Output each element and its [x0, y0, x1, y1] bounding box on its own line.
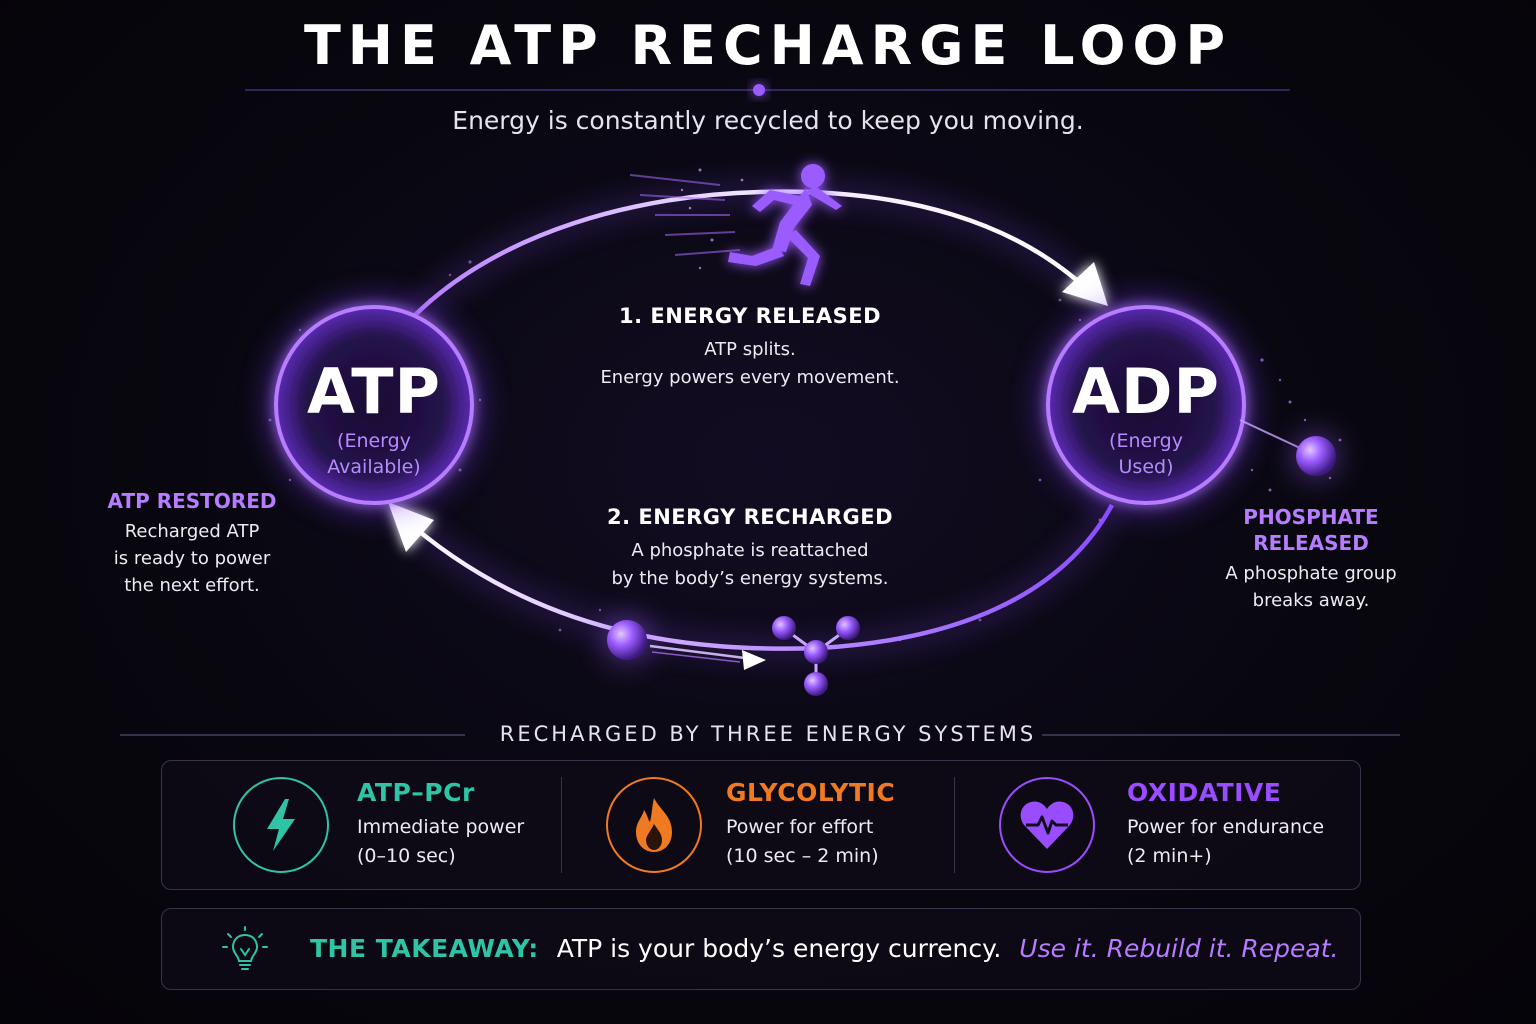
flame-icon [606, 777, 702, 873]
adp-node-circle [1036, 295, 1256, 515]
atp-sub-line-2: Available) [327, 456, 421, 478]
energy-systems-panel [161, 760, 1361, 890]
system-glycolytic-title: GLYCOLYTIC [726, 778, 896, 807]
atp-restored-note: ATP RESTORED Recharged ATP is ready to p… [92, 488, 292, 599]
system-glycolytic: GLYCOLYTIC Power for effort (10 sec – 2 … [726, 778, 936, 871]
phosphate-released-line-2: breaks away. [1252, 590, 1370, 611]
title-divider [245, 84, 1290, 96]
step-released-line-2: Energy powers every movement. [600, 367, 900, 388]
molecule-icon [772, 616, 860, 696]
runner-icon [629, 164, 842, 286]
page-subtitle: Energy is constantly recycled to keep yo… [452, 106, 1084, 135]
atp-node: ATP (Energy Available) [274, 355, 474, 480]
heartbeat-icon [999, 777, 1095, 873]
phosphate-released-line-1: A phosphate group [1225, 563, 1397, 584]
atp-restored-line-2: is ready to power [113, 548, 271, 569]
system-oxidative: OXIDATIVE Power for endurance (2 min+) [1127, 778, 1347, 871]
system-oxidative-line-1: Power for endurance [1127, 816, 1325, 838]
phosphate-ball-icon [1239, 358, 1342, 492]
panel-divider-2 [954, 777, 955, 873]
step-energy-released: 1. ENERGY RELEASED ATP splits. Energy po… [560, 304, 940, 392]
atp-label: ATP [307, 355, 441, 428]
system-atp-pcr-line-2: (0–10 sec) [357, 845, 456, 867]
sparkle-particles [268, 260, 1102, 642]
step-released-line-1: ATP splits. [704, 339, 796, 360]
atp-node-circle [264, 295, 484, 515]
step-recharged-line-2: by the body’s energy systems. [611, 568, 889, 589]
step-energy-recharged: 2. ENERGY RECHARGED A phosphate is reatt… [560, 505, 940, 593]
takeaway-emphasis: Use it. Rebuild it. Repeat. [1019, 934, 1339, 963]
system-oxidative-title: OXIDATIVE [1127, 778, 1282, 807]
system-glycolytic-line-1: Power for effort [726, 816, 874, 838]
phosphate-released-note: PHOSPHATE RELEASED A phosphate group bre… [1210, 504, 1412, 614]
adp-node: ADP (Energy Used) [1046, 355, 1246, 480]
lightbulb-icon [220, 925, 270, 975]
incoming-phosphate-icon [603, 616, 766, 670]
systems-section-label: RECHARGED BY THREE ENERGY SYSTEMS [499, 722, 1037, 746]
atp-sub-line-1: (Energy [337, 430, 411, 452]
adp-sub-line-2: Used) [1118, 456, 1174, 478]
takeaway-text: ATP is your body’s energy currency. [556, 934, 1002, 963]
step-recharged-title: 2. ENERGY RECHARGED [606, 505, 894, 529]
takeaway-panel [161, 908, 1361, 990]
atp-restored-title: ATP RESTORED [107, 489, 277, 513]
step-recharged-line-1: A phosphate is reattached [631, 540, 869, 561]
system-oxidative-line-2: (2 min+) [1127, 845, 1212, 867]
system-atp-pcr-line-1: Immediate power [357, 816, 525, 838]
system-glycolytic-line-2: (10 sec – 2 min) [726, 845, 879, 867]
takeaway-line: THE TAKEAWAY: ATP is your body’s energy … [310, 934, 1338, 963]
atp-restored-line-1: Recharged ATP [124, 521, 260, 542]
phosphate-released-title-1: PHOSPHATE [1243, 505, 1379, 529]
adp-sub-line-1: (Energy [1109, 430, 1183, 452]
adp-label: ADP [1072, 355, 1220, 428]
atp-restored-line-3: the next effort. [124, 575, 260, 596]
system-atp-pcr-title: ATP–PCr [357, 778, 475, 807]
page-title: THE ATP RECHARGE LOOP [303, 14, 1233, 77]
step-released-title: 1. ENERGY RELEASED [618, 304, 882, 328]
takeaway-label: THE TAKEAWAY: [310, 934, 539, 963]
lightning-bolt-icon [233, 777, 329, 873]
phosphate-released-title-2: RELEASED [1253, 531, 1369, 555]
system-atp-pcr: ATP–PCr Immediate power (0–10 sec) [357, 778, 547, 871]
panel-divider-1 [561, 777, 562, 873]
